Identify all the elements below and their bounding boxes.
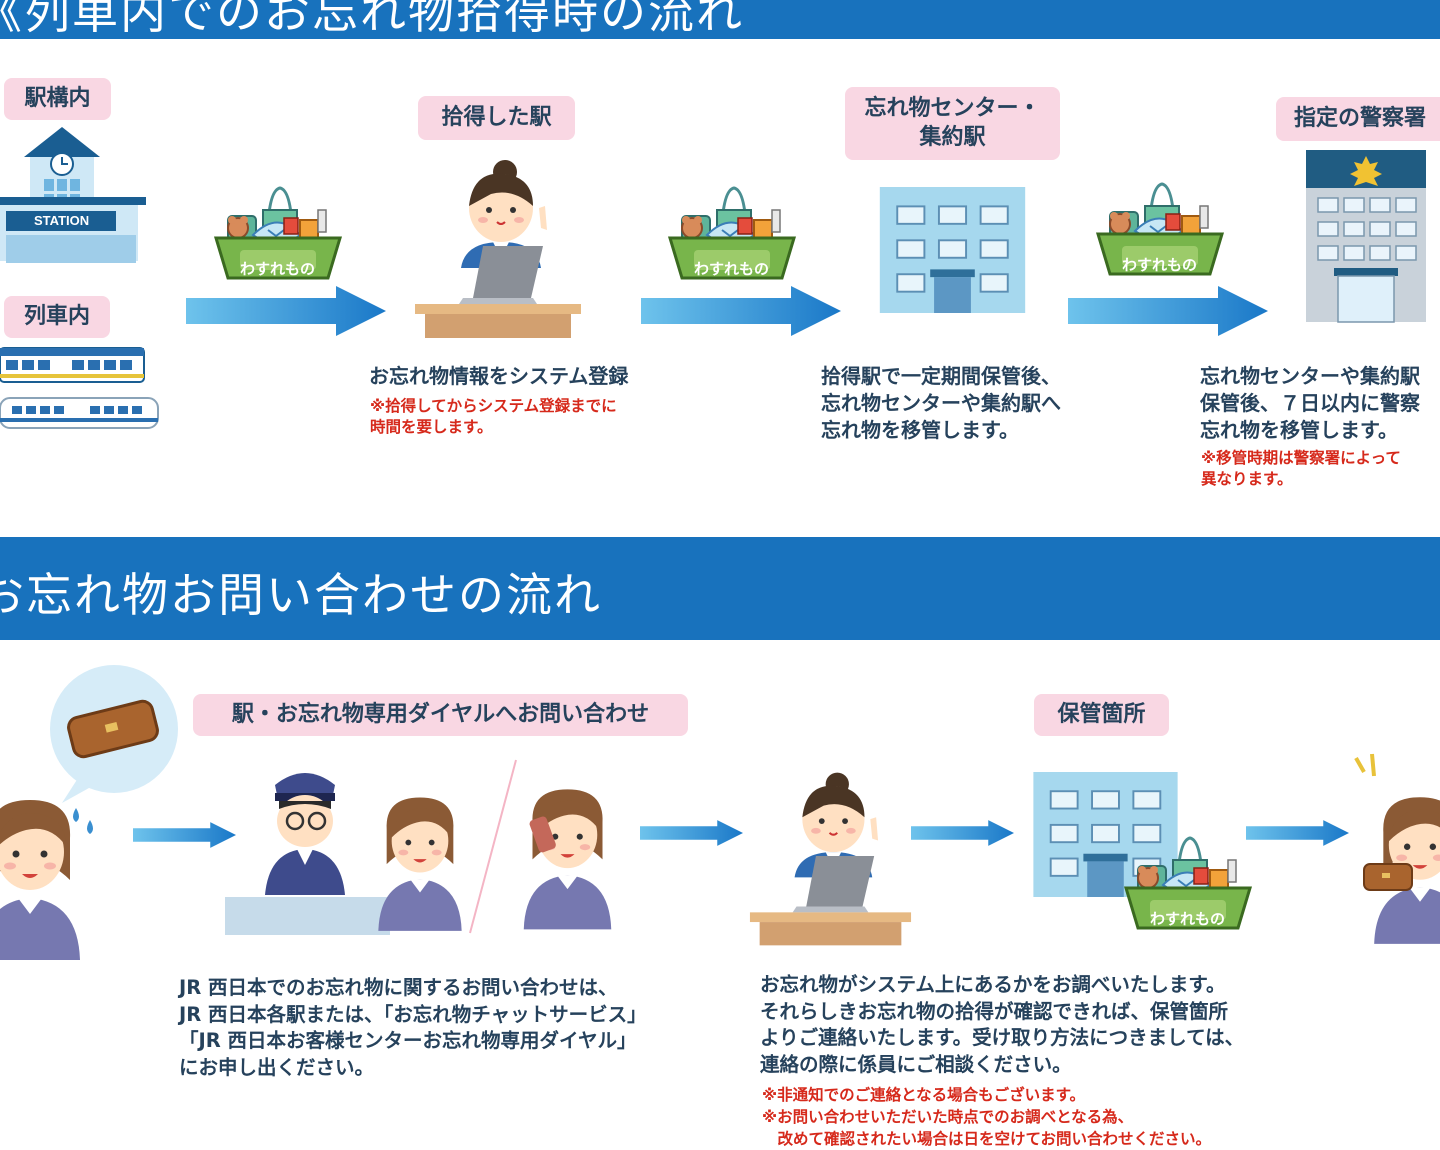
station-staff-counter-icon — [225, 773, 390, 935]
section-2-title: お忘れ物お問い合わせの流れ — [0, 568, 602, 622]
label-storage-location: 保管箇所 — [1034, 694, 1169, 736]
phone-icon — [529, 816, 556, 853]
basket-label: わすれもの — [694, 260, 770, 278]
step-1-note: ※拾得してからシステム登録までに 時間を要します。 — [370, 397, 617, 436]
flow-arrow-5 — [640, 820, 743, 846]
step-2-description: 拾得駅で一定期間保管後、 忘れ物センターや集約駅へ 忘れ物を移管します。 — [821, 364, 1061, 442]
step-3-description: 忘れ物センターや集約駅 保管後、７日以内に警察 忘れ物を移管します。 — [1200, 364, 1420, 442]
basket-label: わすれもの — [1150, 910, 1226, 928]
wallet-thought-bubble-icon — [50, 665, 178, 803]
flow-arrow-4 — [133, 822, 236, 848]
section-2-header: お忘れ物お問い合わせの流れ — [0, 537, 1440, 640]
office-building-icon — [879, 187, 1026, 313]
label-found-station: 拾得した駅 — [418, 96, 575, 140]
customer-on-phone-icon — [523, 789, 612, 930]
label-inquiry: 駅・お忘れ物専用ダイヤルへお問い合わせ — [193, 694, 688, 736]
customer-at-counter-icon — [378, 797, 462, 931]
flow-arrow-3 — [1068, 286, 1268, 336]
police-station-icon — [1306, 150, 1426, 323]
staff-searching-system-icon — [748, 771, 913, 947]
section-1-header: 《列車内でのお忘れ物拾得時の流れ — [0, 0, 1440, 39]
basket-label: わすれもの — [1122, 256, 1198, 274]
sweat-drops-icon — [73, 808, 93, 834]
train-icon — [0, 347, 159, 429]
step-1-description: お忘れ物情報をシステム登録 — [369, 364, 629, 388]
flow-arrow-7 — [1246, 820, 1349, 846]
staff-at-desk-icon — [413, 158, 583, 340]
search-description: お忘れ物がシステム上にあるかをお調べいたします。 それらしきお忘れ物の拾得が確認… — [760, 973, 1245, 1076]
label-station-premises: 駅構内 — [4, 78, 111, 120]
label-police-station: 指定の警察署 — [1276, 97, 1440, 141]
search-notes: ※非通知でのご連絡となる場合もございます。 ※お問い合わせいただいた時点でのお調… — [762, 1086, 1212, 1148]
step-3-note: ※移管時期は警察署によって 異なります。 — [1201, 449, 1401, 488]
sparkle-icon — [1354, 753, 1376, 777]
station-sign-text: STATION — [34, 213, 90, 228]
station-building-icon — [0, 127, 146, 263]
basket-label: わすれもの — [240, 260, 316, 278]
divider-line — [469, 759, 517, 934]
flow-arrow-2 — [641, 286, 841, 336]
label-lost-item-center: 忘れ物センター・ 集約駅 — [845, 87, 1060, 160]
flow-arrow-1 — [186, 286, 386, 336]
returned-wallet-icon — [1363, 863, 1413, 891]
label-on-train: 列車内 — [4, 296, 110, 338]
flow-arrow-6 — [911, 820, 1014, 846]
inquiry-description: JR 西日本でのお忘れ物に関するお問い合わせは、 JR 西日本各駅または、「お忘… — [179, 976, 647, 1079]
section-1-title: 《列車内でのお忘れ物拾得時の流れ — [0, 0, 744, 39]
